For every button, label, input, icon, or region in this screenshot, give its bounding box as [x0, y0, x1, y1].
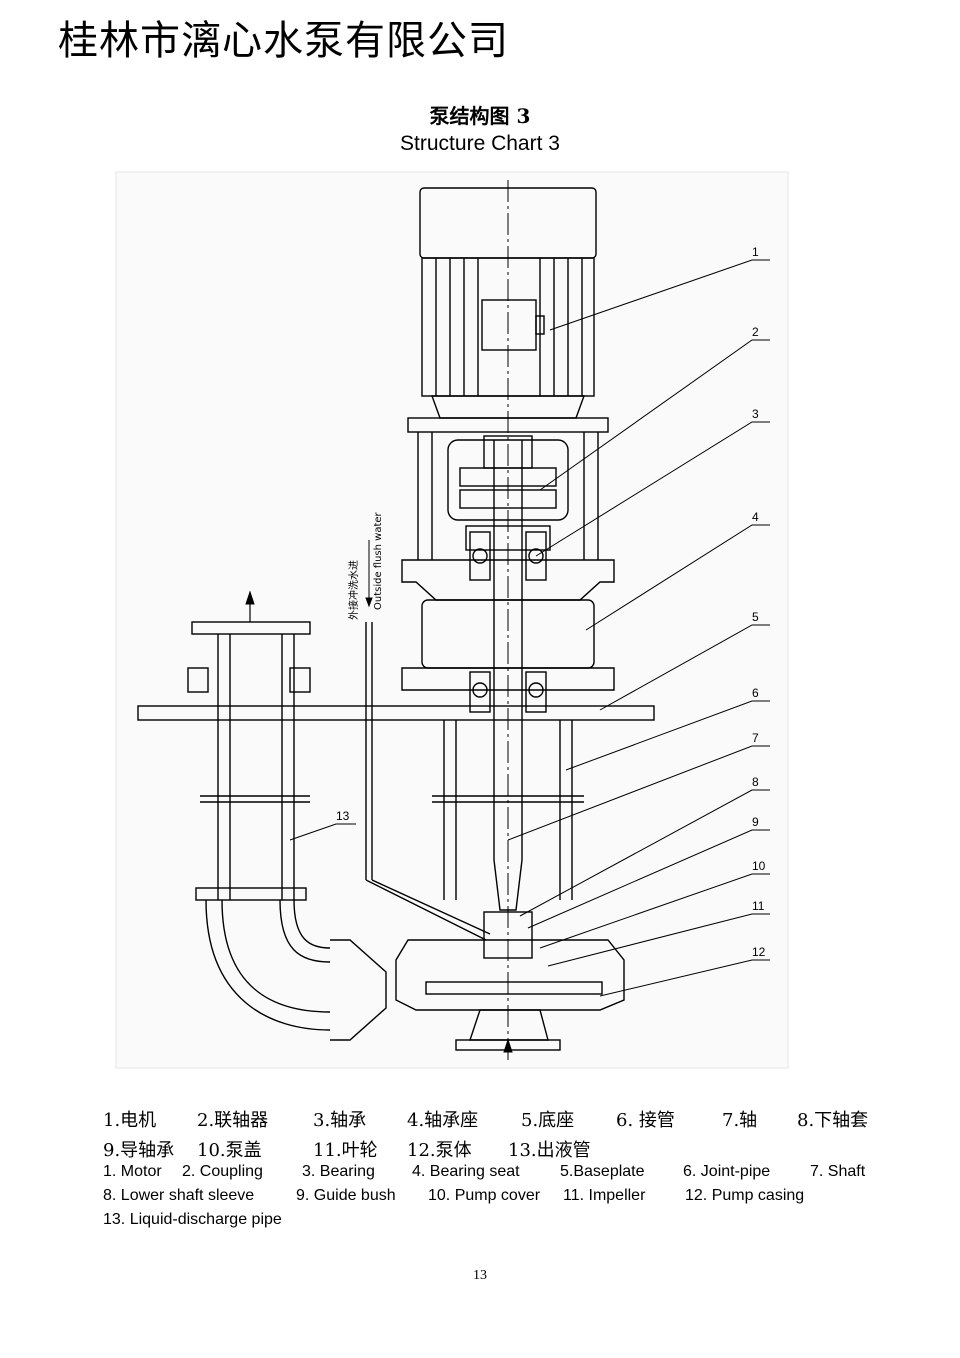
legend-cn-3: 3.轴承	[313, 1110, 367, 1131]
legend-cn-5: 5.底座	[521, 1110, 575, 1131]
legend-en-3: 3. Bearing	[302, 1163, 375, 1180]
legend-cn-13: 13.出液管	[508, 1140, 591, 1161]
callout-10: 10	[752, 859, 766, 873]
callout-8: 8	[752, 775, 759, 789]
flush-label-en: Outside flush water	[373, 511, 384, 610]
legend-en-1: 1. Motor	[103, 1163, 162, 1180]
callout-6: 6	[752, 686, 759, 700]
callout-7: 7	[752, 731, 759, 745]
joint-pipe	[432, 720, 584, 900]
legend-en-7: 7. Shaft	[810, 1163, 866, 1180]
bearing-seat	[401, 599, 615, 713]
legend-cn-1: 1.电机	[103, 1110, 157, 1131]
legend-cn-6: 6. 接管	[616, 1110, 675, 1131]
legend-en-10: 10. Pump cover	[428, 1187, 541, 1204]
shaft	[493, 440, 523, 911]
legend-en-11: 11. Impeller	[563, 1187, 646, 1204]
motor	[419, 187, 597, 419]
legend-cn-9: 9.导轴承	[103, 1140, 175, 1161]
legend-cn-7: 7.轴	[722, 1110, 758, 1131]
flush-label-cn: 外接冲洗水进	[347, 560, 360, 620]
legend-cn-4: 4.轴承座	[407, 1110, 479, 1131]
baseplate	[137, 705, 655, 721]
callout-9: 9	[752, 815, 759, 829]
motor-bracket	[407, 417, 609, 560]
legend-en-8: 8. Lower shaft sleeve	[103, 1187, 255, 1204]
flow-arrows	[245, 590, 513, 1053]
discharge-pipe	[187, 621, 387, 1041]
legend-en-12: 12. Pump casing	[685, 1187, 805, 1204]
leader-lines	[289, 259, 770, 997]
callout-13: 13	[336, 809, 350, 823]
company-name: 桂林市漓心水泵有限公司	[58, 18, 509, 64]
chart-title-en: Structure Chart 3	[400, 132, 560, 155]
flush-arrow	[365, 540, 373, 608]
chart-title-cn: 泵结构图 3	[429, 104, 531, 128]
callout-12: 12	[752, 945, 766, 959]
legend-en-13: 13. Liquid-discharge pipe	[103, 1211, 282, 1228]
legend-cn-11: 11.叶轮	[313, 1140, 378, 1161]
callout-1: 1	[752, 245, 759, 259]
flush-water-pipe	[365, 622, 491, 941]
legend-cn-8: 8.下轴套	[797, 1110, 869, 1131]
callout-5: 5	[752, 610, 759, 624]
legend-en-9: 9. Guide bush	[296, 1187, 396, 1204]
callout-2: 2	[752, 325, 759, 339]
drawing-frame	[115, 171, 789, 1069]
callout-4: 4	[752, 510, 759, 524]
legend-en-4: 4. Bearing seat	[412, 1163, 520, 1180]
callout-3: 3	[752, 407, 759, 421]
legend-en-2: 2. Coupling	[182, 1163, 263, 1180]
callout-numbers: 1 2 3 4 5 6 7 8 9 10 11 12 13	[336, 245, 766, 959]
legend-cn-2: 2.联轴器	[197, 1110, 269, 1131]
legend-en-6: 6. Joint-pipe	[683, 1163, 771, 1180]
legend-en-5: 5.Baseplate	[560, 1163, 645, 1180]
callout-11: 11	[752, 899, 765, 913]
legend-cn-10: 10.泵盖	[197, 1140, 262, 1161]
legend-cn-12: 12.泵体	[407, 1140, 472, 1161]
page-number: 13	[473, 1268, 487, 1283]
